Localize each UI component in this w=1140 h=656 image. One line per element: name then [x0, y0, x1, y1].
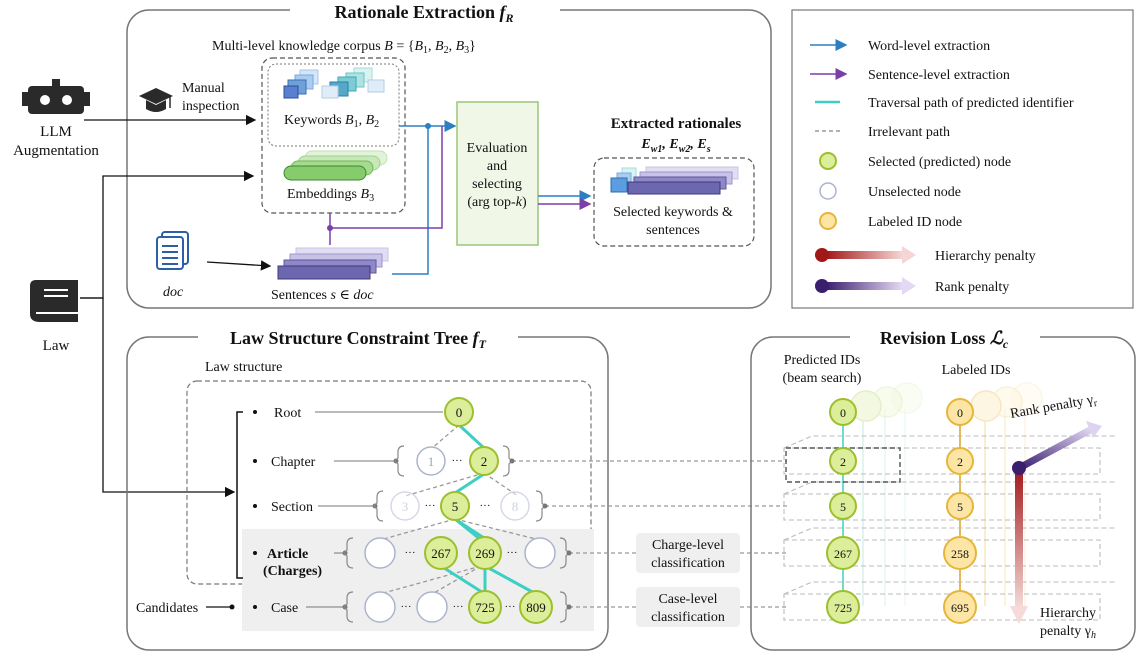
- law-structure-label: Law structure: [205, 360, 282, 375]
- hierarchy-label-1: Hierarchy: [1040, 606, 1096, 621]
- legend-rank-penalty: Rank penalty: [935, 280, 1009, 295]
- candidates-label: Candidates: [136, 601, 198, 616]
- document-icon: [156, 231, 189, 270]
- legend-unselected-node: Unselected node: [868, 185, 961, 200]
- keywords-label: Keywords B1, B2: [284, 113, 379, 130]
- selected-line-1: Selected keywords &: [613, 205, 733, 220]
- level-case: Case: [271, 601, 298, 616]
- labeled-label: Labeled IDs: [942, 363, 1011, 378]
- dots-chapter: ···: [452, 455, 463, 467]
- dots-section-1: ···: [425, 500, 436, 512]
- label-id-2: 5: [957, 500, 963, 514]
- pred-id-0: 0: [840, 406, 846, 420]
- node-article-269: 269: [475, 546, 495, 561]
- node-section-3: 3: [402, 499, 409, 514]
- eval-line-4: (arg top-k): [467, 195, 527, 210]
- charge-cls-2: classification: [651, 556, 725, 571]
- label-id-4: 695: [951, 601, 969, 615]
- embeddings-label: Embeddings B3: [287, 187, 374, 204]
- node-section-5: 5: [452, 499, 459, 514]
- legend-sentence-level: Sentence-level extraction: [868, 68, 1010, 83]
- level-section: Section: [271, 500, 313, 515]
- dots-article: ···: [405, 547, 416, 559]
- selected-line-2: sentences: [646, 223, 700, 238]
- level-chapter: Chapter: [271, 455, 316, 470]
- node-case-725: 725: [475, 600, 495, 615]
- sentences-label: Sentences s ∈ doc: [271, 288, 374, 303]
- node-chapter-1: 1: [428, 454, 435, 469]
- embedding-bars-icon: [283, 150, 388, 181]
- manual-label: Manual: [182, 81, 225, 96]
- legend-labeled-node: Labeled ID node: [868, 215, 962, 230]
- law-label: Law: [43, 338, 70, 354]
- node-article-267: 267: [431, 546, 451, 561]
- eval-line-1: Evaluation: [467, 141, 528, 156]
- inspection-label: inspection: [182, 99, 240, 114]
- dots-section-2: ···: [480, 500, 491, 512]
- eval-line-3: selecting: [472, 177, 522, 192]
- selected-blocks-icon: [610, 166, 739, 195]
- predicted-label-2: (beam search): [783, 371, 862, 386]
- pred-id-3: 267: [834, 547, 852, 561]
- dots-article-2: ···: [507, 547, 518, 559]
- legend-irrelevant-path: Irrelevant path: [868, 125, 950, 140]
- label-id-0: 0: [957, 406, 963, 420]
- charge-cls-1: Charge-level: [652, 538, 724, 553]
- label-id-3: 258: [951, 547, 969, 561]
- dots-case-2: ···: [453, 601, 464, 613]
- level-article: Article: [267, 547, 308, 562]
- legend-traversal-path: Traversal path of predicted identifier: [868, 96, 1074, 111]
- rationale-title: Rationale Extraction fR: [335, 2, 514, 25]
- node-root: 0: [456, 405, 463, 420]
- tree-title: Law Structure Constraint Tree fT: [230, 328, 487, 351]
- corpus-label: Multi-level knowledge corpus B = {B1, B2…: [212, 39, 476, 56]
- dots-case-3: ···: [505, 601, 516, 613]
- hierarchy-label-2: penalty γh: [1040, 624, 1096, 641]
- augmentation-label: Augmentation: [13, 143, 99, 159]
- revision-panel: Revision Loss ℒc: [750, 324, 1136, 651]
- pred-id-1: 2: [840, 455, 846, 469]
- legend-panel: [791, 9, 1134, 309]
- node-section-8: 8: [512, 499, 519, 514]
- sentence-bars-icon: [277, 247, 389, 280]
- revision-title: Revision Loss ℒc: [880, 328, 1009, 351]
- eval-line-2: and: [487, 159, 507, 174]
- rationale-panel: Rationale Extraction fR Multi-level know…: [126, 0, 772, 309]
- level-root: Root: [274, 406, 301, 421]
- tree-panel: Law Structure Constraint Tree fT Law str…: [126, 324, 787, 651]
- level-charges: (Charges): [263, 564, 322, 579]
- node-case-809: 809: [526, 600, 546, 615]
- dots-case: ···: [401, 601, 412, 613]
- law-book-icon: [30, 280, 78, 322]
- doc-label: doc: [163, 285, 184, 300]
- extracted-title: Extracted rationales: [611, 116, 742, 132]
- case-cls-2: classification: [651, 610, 725, 625]
- llm-label: LLM: [40, 124, 72, 140]
- pred-id-4: 725: [834, 601, 852, 615]
- extracted-sub: Ew1, Ew2, Es: [640, 137, 710, 155]
- node-chapter-2: 2: [481, 454, 488, 469]
- robot-icon: [22, 79, 90, 114]
- mortarboard-icon: [139, 88, 173, 112]
- legend-hierarchy-penalty: Hierarchy penalty: [935, 249, 1036, 264]
- predicted-label-1: Predicted IDs: [784, 353, 861, 368]
- legend-selected-node: Selected (predicted) node: [868, 155, 1011, 170]
- keyword-blocks-icon: [283, 67, 385, 99]
- case-cls-1: Case-level: [658, 592, 717, 607]
- legend-word-level: Word-level extraction: [868, 39, 990, 54]
- label-id-1: 2: [957, 455, 963, 469]
- pred-id-2: 5: [840, 500, 846, 514]
